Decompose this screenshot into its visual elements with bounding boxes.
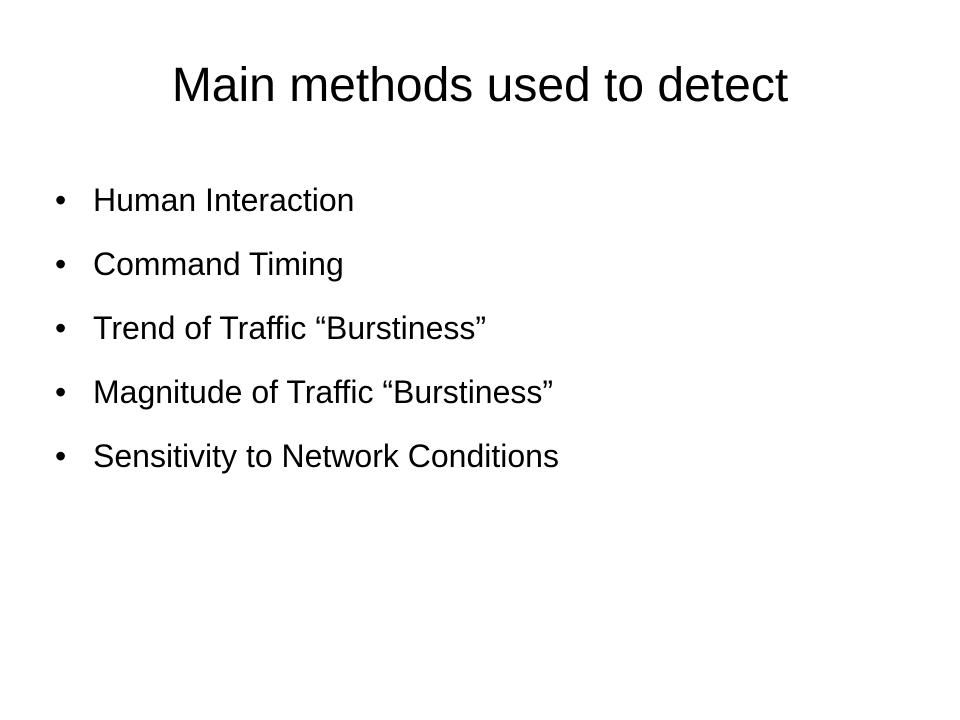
bullet-list: • Human Interaction • Command Timing • T… — [55, 178, 559, 498]
list-item: • Command Timing — [55, 242, 559, 306]
bullet-icon: • — [55, 438, 67, 474]
slide-title: Main methods used to detect — [171, 59, 789, 112]
bullet-text: Command Timing — [93, 246, 344, 282]
list-item: • Magnitude of Traffic “Burstiness” — [55, 370, 559, 434]
bullet-text: Human Interaction — [93, 182, 355, 218]
list-item: • Trend of Traffic “Burstiness” — [55, 306, 559, 370]
bullet-text: Sensitivity to Network Conditions — [93, 438, 559, 474]
bullet-text: Magnitude of Traffic “Burstiness” — [93, 374, 554, 410]
bullet-icon: • — [55, 182, 67, 218]
bullet-icon: • — [55, 246, 67, 282]
bullet-icon: • — [55, 310, 67, 346]
bullet-icon: • — [55, 374, 67, 410]
list-item: • Sensitivity to Network Conditions — [55, 434, 559, 498]
bullet-text: Trend of Traffic “Burstiness” — [93, 310, 487, 346]
list-item: • Human Interaction — [55, 178, 559, 242]
